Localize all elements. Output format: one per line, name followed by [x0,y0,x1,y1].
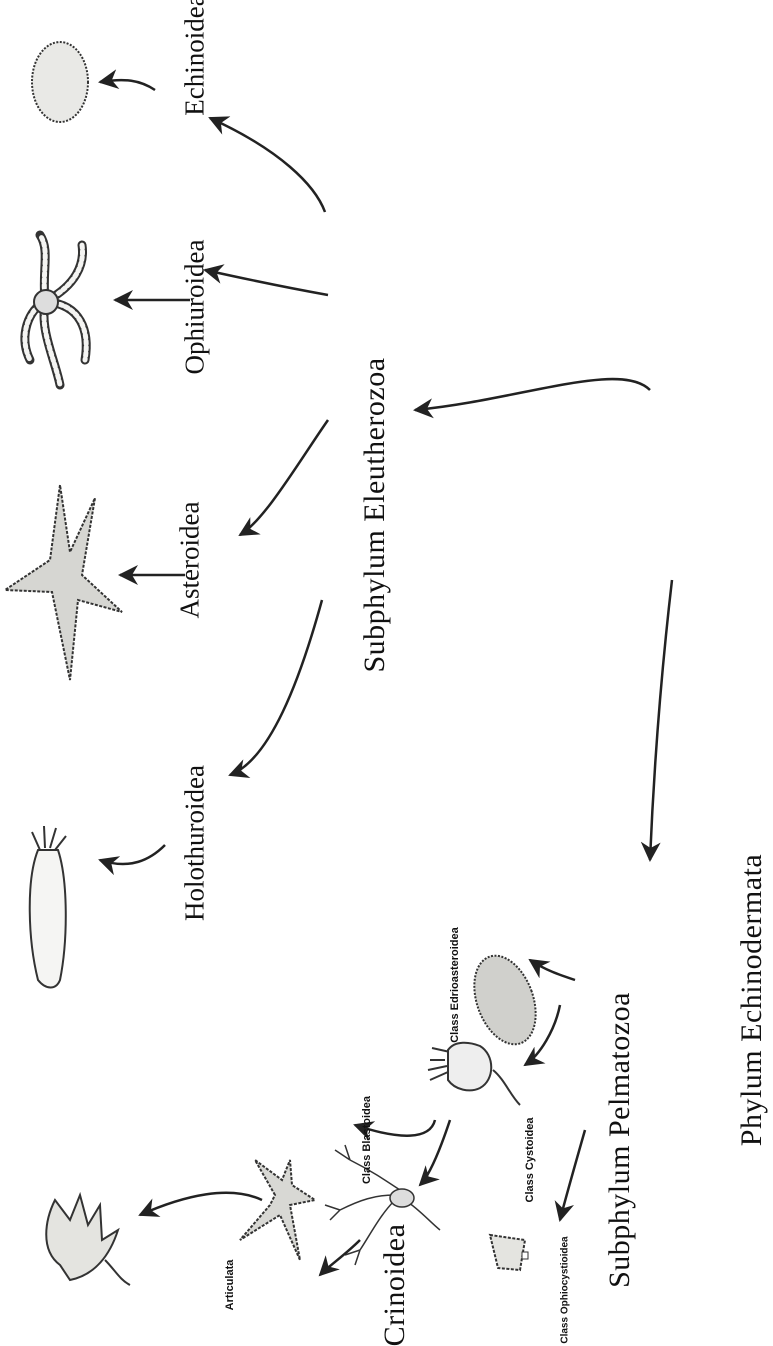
arrow-pelmatozoa-to-edrioasteroidea [530,960,575,980]
phylum-echinodermata-label: Phylum Echinodermata [735,854,769,1146]
arrow-phylum-to-pelmatozoa [650,580,672,860]
echinoidea-label: Echinoidea [180,0,211,116]
arrow-stalk-to-crinoidea [320,1240,360,1275]
crinoidea-label: Crinoidea [378,1224,412,1346]
ophiocystioid-illustration [490,1235,528,1270]
articulata-illustration [46,1195,130,1285]
ophiuroidea-label: Ophiuroidea [180,240,211,375]
arrow-holothuroidea-to-organism [100,845,165,864]
arrow-eleutherozoa-to-asteroidea [240,420,328,535]
cystoidea-label: Class Cystoidea [524,1118,536,1203]
echinoid-illustration [32,42,88,122]
arrow-cystoidea-to-crinoid-stalk [420,1120,450,1185]
cystoid-illustration [428,1043,520,1105]
arrow-echinoidea-to-organism [100,80,155,90]
articulata-label: Articulata [224,1260,236,1311]
ophiocystioidea-label: Class Ophiocystioidea [560,1236,571,1343]
arrow-pelmatozoa-to-ophiocystioidea [560,1130,585,1220]
arrow-eleutherozoa-to-ophiuroidea [205,270,328,295]
holothuroidea-label: Holothuroidea [180,765,211,921]
edrioasteroidea-label: Class Edrioasteroidea [449,927,461,1043]
asteroid-illustration [5,485,122,680]
holothurian-illustration [30,826,66,988]
blastoidea-label: Class Blastoidea [361,1096,373,1184]
asteroidea-label: Asteroidea [175,502,206,619]
arrow-eleutherozoa-to-echinoidea [210,118,325,212]
arrow-phylum-to-eleutherozoa [415,379,650,410]
arrow-eleutherozoa-to-holothuroidea [230,600,322,775]
subphylum-pelmatozoa-label: Subphylum Pelmatozoa [603,992,637,1288]
crinoid-illustration [240,1160,315,1260]
subphylum-eleutherozoa-label: Subphylum Eleutherozoa [358,357,392,672]
arrow-crinoidea-to-articulata [140,1193,262,1215]
